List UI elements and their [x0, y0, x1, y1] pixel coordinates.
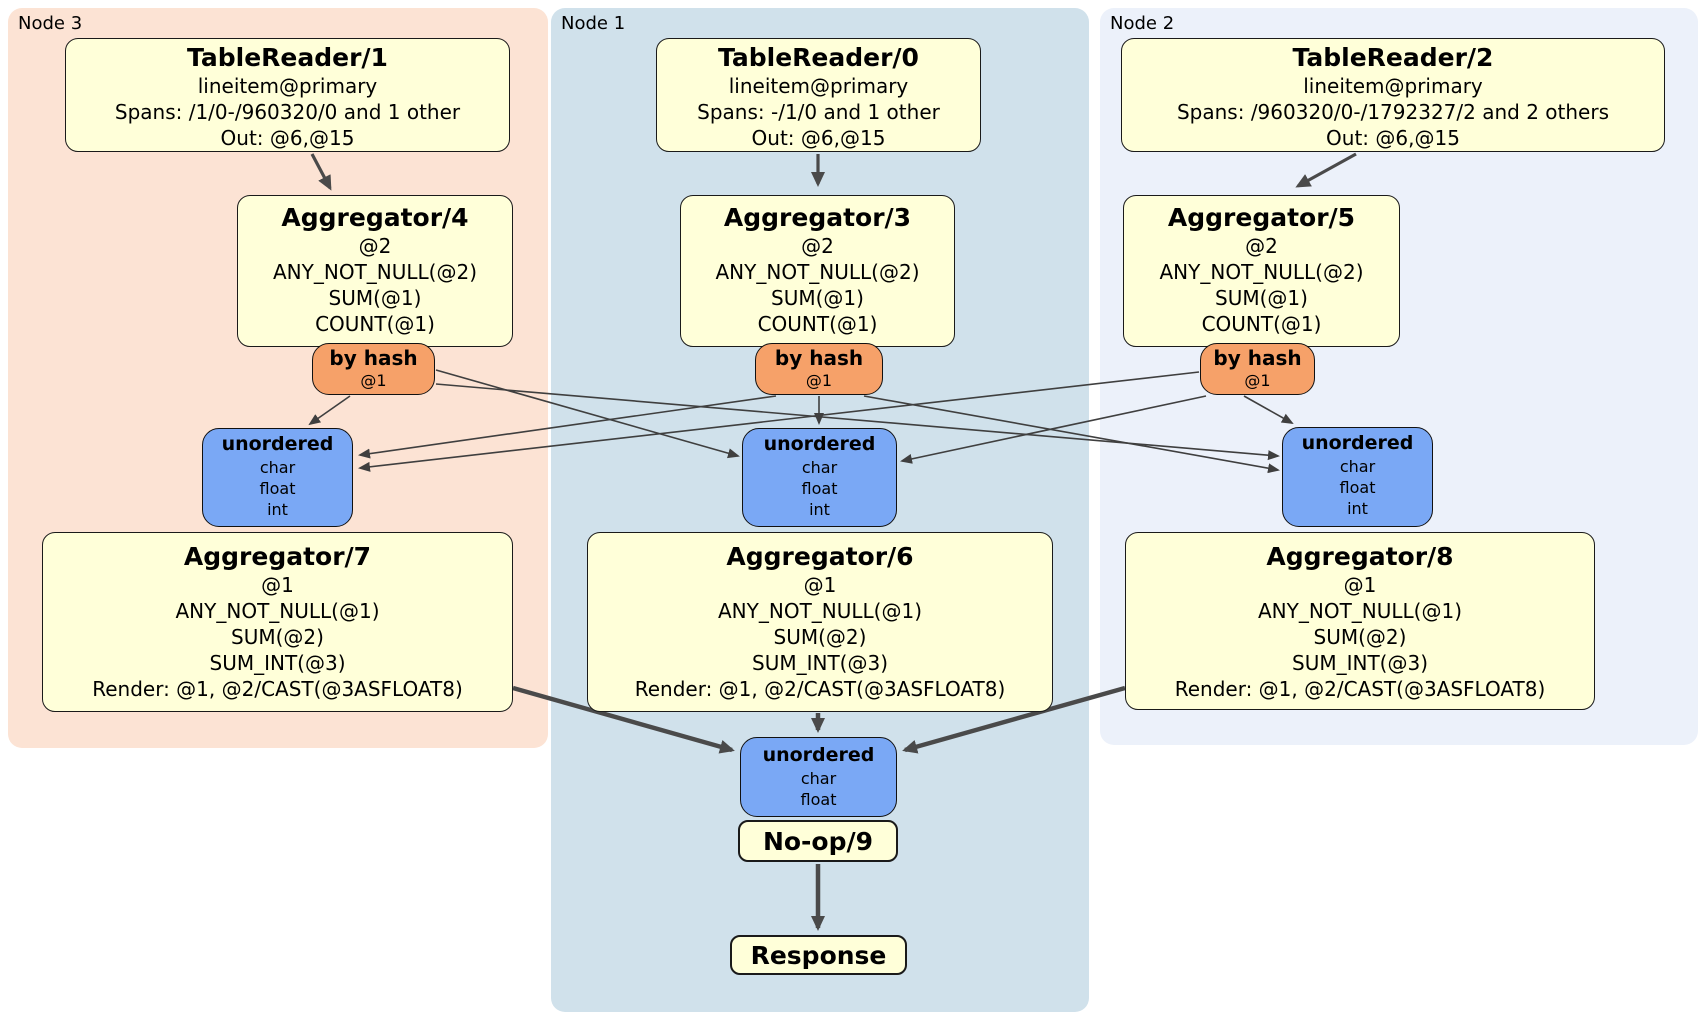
processor-spans-line: Spans: -/1/0 and 1 other — [697, 100, 940, 124]
processor-group-line: @2 — [801, 234, 834, 258]
router-label: by hash — [774, 346, 864, 370]
sync-label: unordered — [1301, 432, 1414, 454]
sync-type: char — [800, 769, 837, 788]
panel-node2-label: Node 2 — [1110, 13, 1175, 34]
processor-out-line: Out: @6,@15 — [220, 126, 355, 150]
sync-type: char — [259, 458, 296, 477]
processor-out-line: Out: @6,@15 — [1326, 126, 1460, 150]
processor-agg-line: ANY_NOT_NULL(@2) — [1159, 260, 1364, 284]
router-label: by hash — [1213, 346, 1302, 370]
panel-node1-label: Node 1 — [561, 13, 626, 34]
processor-response: Response — [730, 935, 907, 975]
processor-group-line: @2 — [358, 234, 392, 258]
sync-type: float — [800, 790, 837, 809]
processor-render-line: Render: @1, @2/CAST(@3ASFLOAT8) — [1174, 677, 1546, 701]
processor-render-line: Render: @1, @2/CAST(@3ASFLOAT8) — [92, 677, 463, 701]
router-label: by hash — [329, 346, 418, 370]
processor-agg-line: COUNT(@1) — [1201, 312, 1322, 336]
sync-type: char — [801, 458, 838, 477]
sync-unordered-final: unordered char float — [740, 737, 897, 817]
processor-agg-line: SUM_INT(@3) — [1292, 651, 1428, 675]
processor-agg-line: ANY_NOT_NULL(@1) — [175, 599, 380, 623]
processor-spans-line: Spans: /1/0-/960320/0 and 1 other — [114, 100, 461, 124]
processor-agg-line: COUNT(@1) — [757, 312, 878, 336]
processor-group-line: @1 — [1343, 573, 1377, 597]
processor-index-line: lineitem@primary — [728, 74, 909, 98]
processor-agg-line: SUM_INT(@3) — [209, 651, 346, 675]
sync-type: float — [259, 479, 296, 498]
sync-type: float — [1339, 478, 1376, 497]
processor-title: TableReader/2 — [1292, 43, 1494, 72]
sync-type: char — [1339, 457, 1376, 476]
processor-agg-line: SUM(@1) — [1215, 286, 1308, 310]
sync-type: float — [801, 479, 838, 498]
sync-type: int — [1347, 499, 1368, 518]
router-column-tag: @1 — [360, 371, 387, 390]
processor-noop-9: No-op/9 — [738, 820, 898, 862]
processor-title: No-op/9 — [762, 826, 874, 856]
processor-aggregator-7: Aggregator/7 @1 ANY_NOT_NULL(@1) SUM(@2)… — [42, 532, 513, 712]
router-by-hash-4: by hash @1 — [312, 343, 435, 395]
processor-agg-line: ANY_NOT_NULL(@1) — [718, 599, 922, 623]
processor-aggregator-4: Aggregator/4 @2 ANY_NOT_NULL(@2) SUM(@1)… — [237, 195, 513, 347]
processor-agg-line: SUM(@1) — [328, 286, 422, 310]
processor-aggregator-3: Aggregator/3 @2 ANY_NOT_NULL(@2) SUM(@1)… — [680, 195, 955, 347]
sync-type: int — [809, 500, 830, 519]
processor-agg-line: COUNT(@1) — [315, 312, 435, 336]
processor-aggregator-8: Aggregator/8 @1 ANY_NOT_NULL(@1) SUM(@2)… — [1125, 532, 1595, 710]
processor-agg-line: SUM(@2) — [1313, 625, 1407, 649]
processor-agg-line: ANY_NOT_NULL(@2) — [715, 260, 920, 284]
panel-node3-label: Node 3 — [18, 13, 83, 34]
processor-agg-line: ANY_NOT_NULL(@1) — [1258, 599, 1462, 623]
sync-unordered-8: unordered char float int — [1282, 427, 1433, 527]
processor-tablereader-0: TableReader/0 lineitem@primary Spans: -/… — [656, 38, 981, 152]
processor-group-line: @1 — [803, 573, 837, 597]
processor-aggregator-5: Aggregator/5 @2 ANY_NOT_NULL(@2) SUM(@1)… — [1123, 195, 1400, 347]
processor-title: Aggregator/4 — [281, 203, 469, 232]
processor-agg-line: SUM_INT(@3) — [752, 651, 888, 675]
router-column-tag: @1 — [1244, 371, 1271, 390]
processor-agg-line: ANY_NOT_NULL(@2) — [273, 260, 477, 284]
processor-spans-line: Spans: /960320/0-/1792327/2 and 2 others — [1176, 100, 1609, 124]
processor-group-line: @1 — [261, 573, 294, 597]
processor-out-line: Out: @6,@15 — [751, 126, 886, 150]
processor-index-line: lineitem@primary — [197, 74, 378, 98]
router-by-hash-5: by hash @1 — [1200, 343, 1315, 395]
processor-title: Aggregator/6 — [726, 542, 914, 571]
processor-agg-line: SUM(@2) — [773, 625, 867, 649]
processor-title: TableReader/1 — [187, 43, 388, 72]
processor-tablereader-2: TableReader/2 lineitem@primary Spans: /9… — [1121, 38, 1665, 152]
router-by-hash-3: by hash @1 — [755, 343, 883, 395]
sync-label: unordered — [762, 744, 875, 766]
processor-tablereader-1: TableReader/1 lineitem@primary Spans: /1… — [65, 38, 510, 152]
processor-agg-line: SUM(@1) — [771, 286, 864, 310]
processor-title: Aggregator/7 — [183, 542, 372, 571]
processor-group-line: @2 — [1245, 234, 1278, 258]
sync-label: unordered — [763, 433, 876, 455]
router-column-tag: @1 — [805, 371, 833, 390]
processor-aggregator-6: Aggregator/6 @1 ANY_NOT_NULL(@1) SUM(@2)… — [587, 532, 1053, 712]
processor-title: Aggregator/5 — [1167, 203, 1356, 232]
processor-title: TableReader/0 — [718, 43, 919, 72]
processor-render-line: Render: @1, @2/CAST(@3ASFLOAT8) — [634, 677, 1006, 701]
sync-unordered-6: unordered char float int — [742, 428, 897, 527]
sync-label: unordered — [221, 433, 334, 455]
processor-index-line: lineitem@primary — [1303, 74, 1483, 98]
sync-type: int — [267, 500, 288, 519]
processor-agg-line: SUM(@2) — [231, 625, 324, 649]
processor-title: Response — [750, 940, 887, 970]
sync-unordered-7: unordered char float int — [202, 428, 353, 527]
processor-title: Aggregator/8 — [1266, 542, 1454, 571]
processor-title: Aggregator/3 — [723, 203, 912, 232]
